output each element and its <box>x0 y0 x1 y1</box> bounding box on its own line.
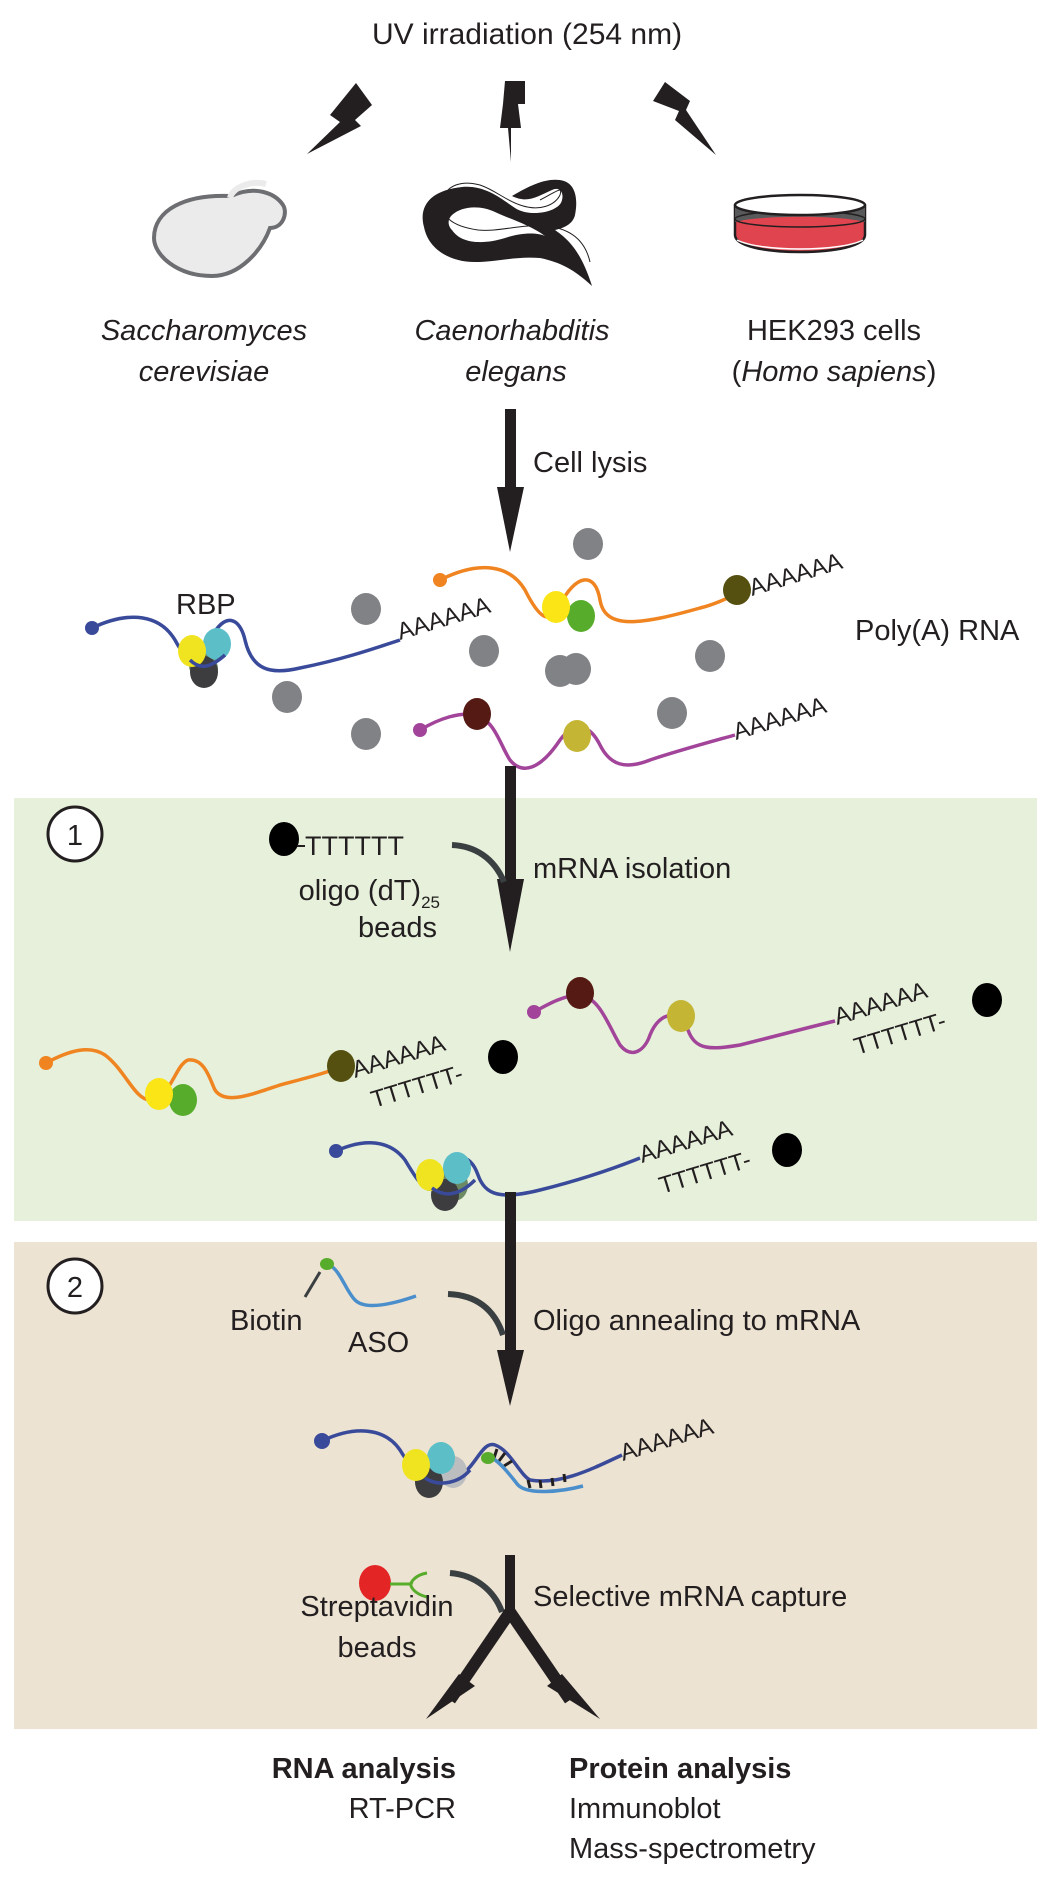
poly-a-rna-label: Poly(A) RNA <box>855 615 1020 647</box>
svg-text:AAAAAA: AAAAAA <box>746 548 846 602</box>
streptavidin-label-2: beads <box>337 1632 416 1664</box>
worm-icon <box>422 179 592 286</box>
oligo-dt-bead: TTTTTT <box>269 822 404 861</box>
uv-lightning-icon <box>307 81 716 162</box>
mrna-purple: AAAAAA <box>413 692 830 770</box>
oligo-dt-label: oligo (dT)25 <box>299 875 440 912</box>
organism-yeast-label: Saccharomyces <box>101 315 307 347</box>
free-proteins <box>272 528 725 750</box>
oligo-dt-label-2: beads <box>358 912 437 944</box>
biotin-aso-icon <box>303 1258 417 1308</box>
aso-label: ASO <box>348 1327 409 1359</box>
petri-dish-icon <box>733 193 867 254</box>
svg-text:2: 2 <box>67 1272 83 1304</box>
mrna-orange: AAAAAA <box>433 548 846 632</box>
biotin-label: Biotin <box>230 1305 303 1337</box>
svg-text:1: 1 <box>67 820 83 852</box>
organism-worm-label: Caenorhabditis <box>414 315 609 347</box>
organism-worm-label-2: elegans <box>465 356 567 388</box>
streptavidin-bead-icon <box>359 1565 428 1601</box>
split-capture-arrow <box>426 1555 600 1719</box>
rna-analysis-title: RNA analysis <box>272 1753 456 1785</box>
rna-analysis-method: RT-PCR <box>349 1793 456 1825</box>
streptavidin-label: Streptavidin <box>300 1591 453 1623</box>
cell-lysis-label: Cell lysis <box>533 447 647 479</box>
selective-capture-label: Selective mRNA capture <box>533 1581 847 1613</box>
oligo-annealing-arrow <box>447 1192 524 1406</box>
mrna-isolation-label: mRNA isolation <box>533 853 731 885</box>
organism-yeast-label-2: cerevisiae <box>139 356 270 388</box>
oligo-annealing-label: Oligo annealing to mRNA <box>533 1305 861 1337</box>
step1-badge: 1 <box>46 805 104 863</box>
rbp-label: RBP <box>176 589 236 621</box>
cell-lysis-arrow <box>497 409 524 552</box>
organism-human-label-2: (Homo sapiens) <box>732 356 937 388</box>
mrna-isolation-arrow <box>451 766 524 952</box>
protein-analysis-method: Immunoblot <box>569 1793 721 1825</box>
organism-human-label: HEK293 cells <box>747 315 921 347</box>
step2-panel <box>14 1242 1037 1729</box>
step2-badge: 2 <box>46 1257 104 1315</box>
step1-panel <box>14 798 1037 1221</box>
svg-text:AAAAAA: AAAAAA <box>730 692 830 746</box>
yeast-cell-icon <box>151 180 287 279</box>
title: UV irradiation (254 nm) <box>372 18 682 51</box>
protein-analysis-title: Protein analysis <box>569 1753 791 1785</box>
mrna-blue: AAAAAA <box>85 592 494 688</box>
svg-text:TTTTTT: TTTTTT <box>305 831 404 861</box>
protein-analysis-method: Mass-spectrometry <box>569 1833 816 1865</box>
